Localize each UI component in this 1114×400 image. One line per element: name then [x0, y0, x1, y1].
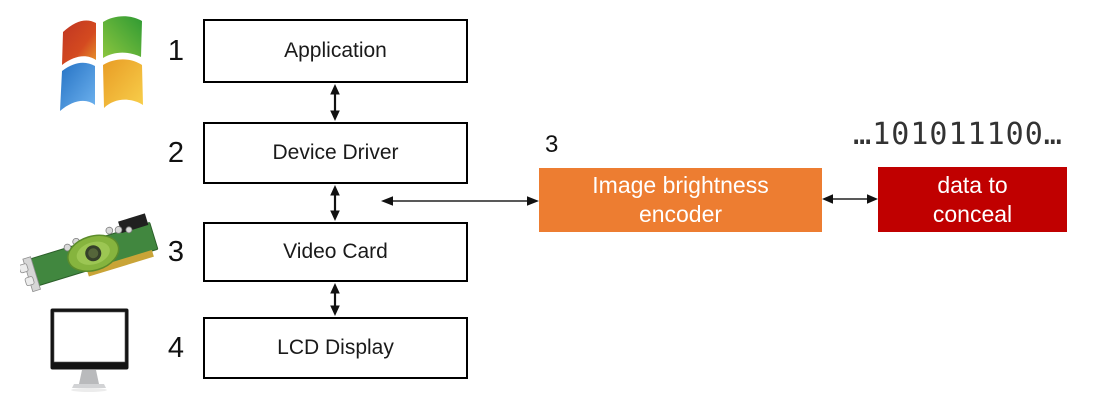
encoder-label-line2: encoder	[638, 201, 723, 227]
video-card-label: Video Card	[283, 240, 388, 263]
arrow-driver-videocard	[330, 185, 340, 221]
data-to-conceal-box: data to conceal	[878, 167, 1067, 232]
step-number-2: 2	[167, 137, 185, 169]
encoder-label-line1: Image brightness	[592, 172, 769, 198]
step-number-3: 3	[167, 236, 185, 268]
arrow-application-driver	[330, 84, 340, 121]
windows-logo-icon	[60, 16, 143, 111]
lcd-monitor-icon	[50, 308, 129, 392]
video-card-box: Video Card	[203, 222, 468, 282]
step-number-4: 4	[167, 332, 185, 364]
arrow-videocard-display	[330, 283, 340, 316]
arrow-encoder-data	[822, 194, 878, 204]
application-box: Application	[203, 19, 468, 83]
conceal-label-line2: conceal	[932, 200, 1013, 227]
video-card-icon	[20, 213, 159, 293]
step-number-1: 1	[167, 35, 185, 67]
lcd-display-box: LCD Display	[203, 317, 468, 379]
encoder-step-number: 3	[545, 131, 559, 158]
device-driver-label: Device Driver	[272, 141, 399, 164]
image-brightness-encoder-box: Image brightness encoder	[539, 168, 822, 232]
conceal-label-line1: data to	[937, 171, 1008, 198]
arrow-driver-encoder	[381, 196, 539, 206]
lcd-display-label: LCD Display	[277, 336, 394, 359]
device-driver-box: Device Driver	[203, 122, 468, 184]
binary-data-string: …101011100…	[853, 117, 1063, 152]
application-label: Application	[284, 39, 387, 62]
